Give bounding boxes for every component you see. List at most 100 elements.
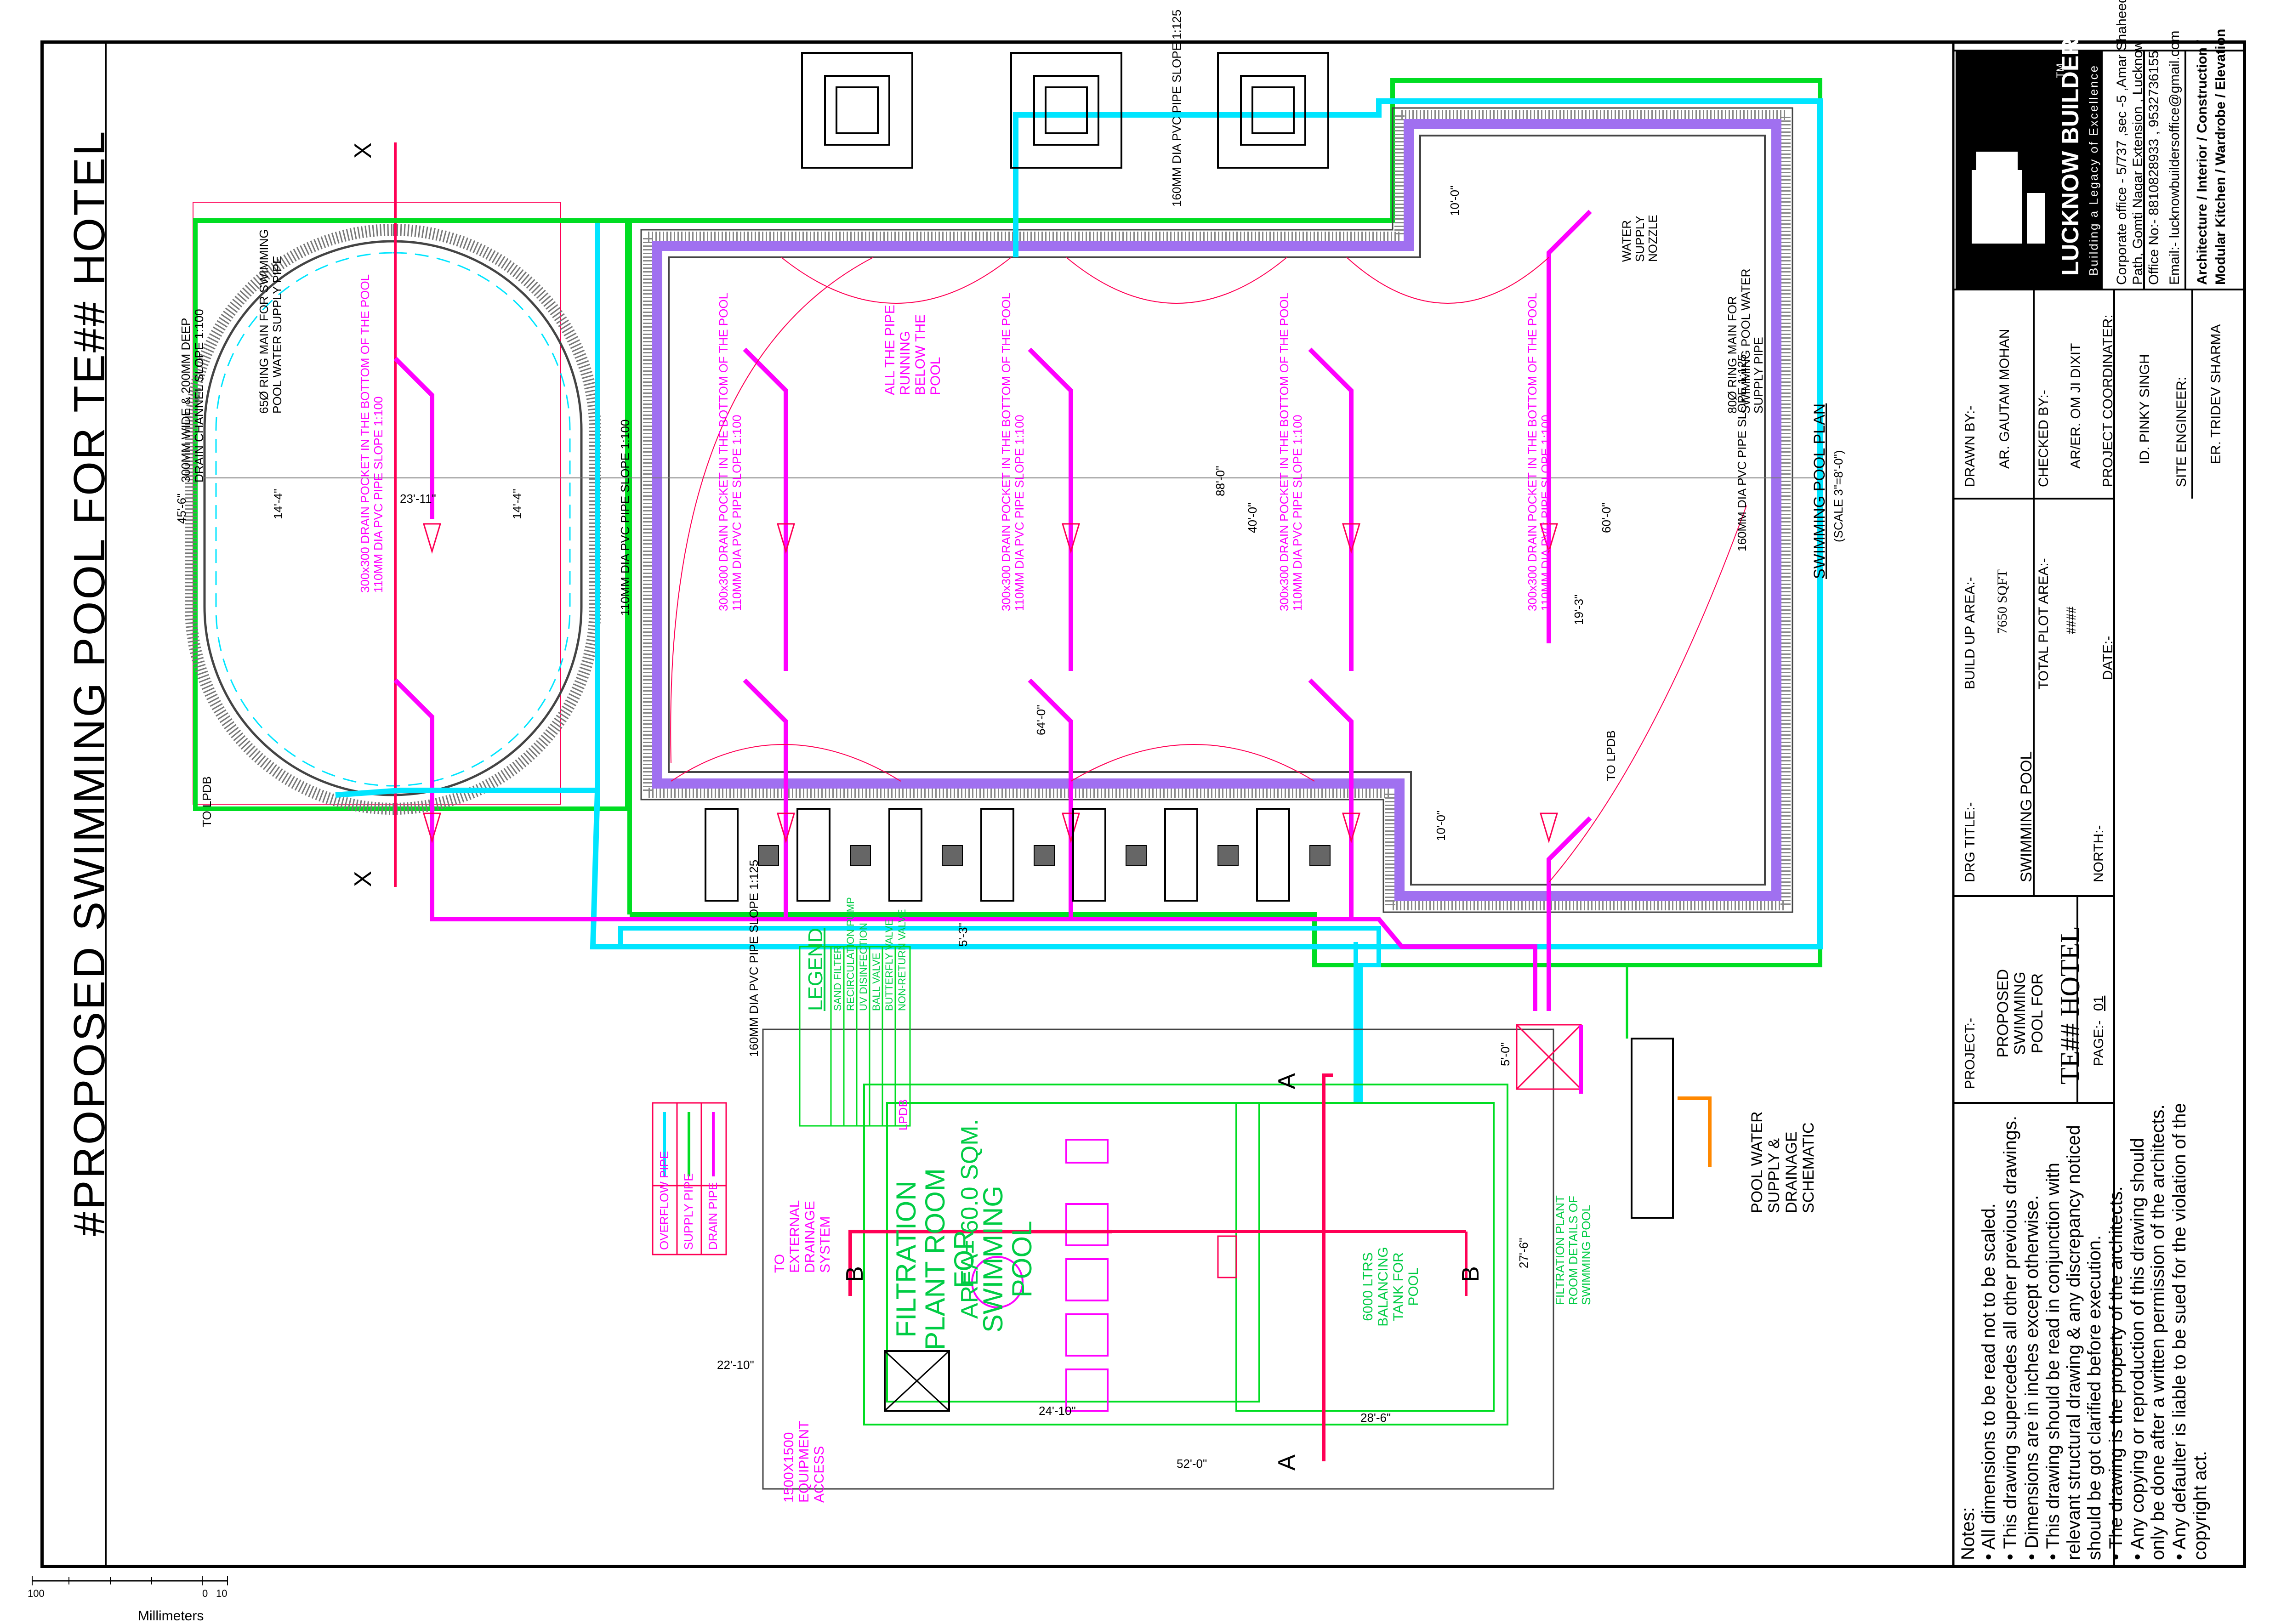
section-mark-b-left: B xyxy=(842,1266,868,1282)
project-name: TE## HOTEL xyxy=(2055,926,2085,1085)
legend-box xyxy=(799,946,911,1127)
legend-item: RECIRCULATION PUMP xyxy=(845,897,856,1011)
build-up-area-label: BUILD UP AREA:- xyxy=(1962,577,1978,689)
legend-item: UV DISINFECTION xyxy=(858,923,869,1011)
dimension-label: 22'-10" xyxy=(717,1358,754,1372)
pipe-note: 160MM DIA PVC PIPE SLOPE 1:125 xyxy=(747,859,761,1057)
section-mark-x-top: X xyxy=(350,142,376,159)
plot-area-label: TOTAL PLOT AREA:- xyxy=(2036,558,2051,689)
balancing-tank-label: 6000 LTRS BALANCING TANK FOR POOL xyxy=(1360,1247,1421,1327)
schematic-label: POOL WATER SUPPLY & DRAINAGE SCHEMATIC xyxy=(1748,1111,1818,1213)
kids-pool xyxy=(185,142,630,921)
pipe-key-drain-label: DRAIN PIPE xyxy=(706,1182,720,1250)
plan-scale: (SCALE 3"=8'-0") xyxy=(1832,450,1845,542)
cabanas xyxy=(801,52,1329,169)
sheet-title: #PROPOSED SWIMMING POOL FOR TE## HOTEL xyxy=(65,129,114,1236)
dimension-label: 24'-10" xyxy=(1039,1404,1076,1418)
note-item: This drawing should be read in conjuncti… xyxy=(2043,1101,2105,1560)
notes-block: Notes: All dimensions to be read not to … xyxy=(1958,1101,2212,1560)
plot-area-value: #### xyxy=(2064,607,2079,634)
scale-bar-tick-0: 0 xyxy=(202,1588,208,1599)
kids-ring-main-label: 65Ø RING MAIN FOR SWIMMING POOL WATER SU… xyxy=(257,229,284,414)
dimension-label: 10'-0" xyxy=(1434,810,1448,841)
section-mark-a-bottom: A xyxy=(1274,1454,1300,1471)
dimension-label: 60'-0" xyxy=(1599,502,1613,533)
notes-heading: Notes: xyxy=(1958,1507,1978,1560)
filtration-area-label: AREA= 60.0 SQM. xyxy=(956,1119,983,1319)
dimension-label: 45'-6" xyxy=(175,493,188,524)
dimension-label: 5'-3" xyxy=(956,923,970,947)
site-engineer-value: ER. TRIDEV SHARMA xyxy=(2208,324,2224,465)
pipe-key-overflow-label: OVERFLOW PIPE xyxy=(657,1151,671,1250)
pipe-note: 160MM DIA PVC PIPE SLOPE 1:125 xyxy=(1170,9,1183,207)
build-up-area-value: 7650 SQFT xyxy=(1995,569,2010,634)
north-label: NORTH:- xyxy=(2091,825,2106,882)
dimension-label: 28'-6" xyxy=(1360,1411,1391,1425)
checked-by-value: AR/ER. OM JI DIXIT xyxy=(2068,343,2083,469)
water-supply-nozzle-label: WATER SUPPLY NOZZLE xyxy=(1620,215,1660,262)
drawing-frame xyxy=(41,41,2245,1567)
section-mark-x-bottom: X xyxy=(350,871,376,887)
pipe-note: 160MM DIA PVC PIPE SLOPE 1:125 xyxy=(1735,354,1749,551)
company-logo-icon xyxy=(1972,152,2045,244)
note-item: This drawing supercedes all other previo… xyxy=(2000,1101,2021,1560)
dimension-label: 19'-3" xyxy=(1572,594,1586,625)
checked-by-label: CHECKED BY:- xyxy=(2036,390,2051,487)
legend-item: BUTTERFLY VALVE xyxy=(883,919,895,1011)
company-services-1: Architecture / Interior / Construction / xyxy=(2195,40,2210,285)
drg-title-label: DRG TITLE:- xyxy=(1962,802,1978,882)
date-label: DATE:- xyxy=(2100,636,2116,680)
company-address-2: Path, Gomti Nagar Extension , Lucknow xyxy=(2130,40,2145,285)
drg-title-value: SWIMMING POOL xyxy=(2018,751,2035,882)
site-engineer-label: SITE ENGINEER: xyxy=(2174,376,2189,487)
note-item: All dimensions to be read not to be scal… xyxy=(1979,1101,1999,1560)
kids-drain-channel-label: 300MM WIDE & 200MM DEEP DRAIN CHANNEL SL… xyxy=(179,309,206,483)
company-office-no: Office No:- 8810828933 , 9532736155 xyxy=(2146,51,2162,285)
legend-item: SAND FILTER xyxy=(832,946,843,1011)
drawn-by-label: DRAWN BY:- xyxy=(1962,405,1978,487)
lpdb-label: LPDB xyxy=(896,1099,910,1130)
company-email: Email:- lucknowbuildersoffice@gmail.com xyxy=(2167,30,2182,285)
company-address-1: Corporate office - 5/737 ,sec -5 ,Amar S… xyxy=(2114,0,2129,285)
legend-title: LEGEND xyxy=(804,928,827,1011)
dimension-label: 14'-4" xyxy=(510,488,524,519)
company-name: LUCKNOW BUILDERS xyxy=(2057,22,2084,276)
dimension-label: 52'-0" xyxy=(1177,1457,1207,1471)
all-pipes-label: ALL THE PIPE RUNNING BELOW THE POOL xyxy=(882,305,943,395)
filtration-detail-label: FILTRATION PLANT ROOM DETAILS OF SWIMMIN… xyxy=(1553,1195,1593,1305)
plan-title: SWIMMING POOL PLAN xyxy=(1811,403,1828,579)
drawn-by-value: AR. GAUTAM MOHAN xyxy=(1997,329,2012,469)
note-item: Any defaulter is liable to be sued for t… xyxy=(2169,1101,2211,1560)
scale-bar-label: Millimeters xyxy=(138,1608,204,1624)
legend-item: BALL VALVE xyxy=(870,953,882,1011)
legend-item: NON-RETURN VALVE xyxy=(896,909,908,1011)
drain-pocket-note: 300x300 DRAIN POCKET IN THE BOTTOM OF TH… xyxy=(1525,292,1553,611)
drain-pocket-note: 300x300 DRAIN POCKET IN THE BOTTOM OF TH… xyxy=(358,274,385,593)
section-mark-a-top: A xyxy=(1274,1073,1300,1089)
scale-bar-tick-100: 100 xyxy=(28,1588,45,1599)
company-trademark: TM xyxy=(2054,63,2066,78)
scale-bar xyxy=(32,1576,228,1585)
pipe-key xyxy=(652,1102,727,1255)
dimension-label: 23'-11" xyxy=(400,492,436,505)
dimension-label: 10'-0" xyxy=(1448,185,1462,216)
coordinator-value: ID. PINKY SINGH xyxy=(2137,354,2152,464)
note-item: Any copying or reproduction of this draw… xyxy=(2127,1101,2169,1560)
project-label: PROJECT:- xyxy=(1962,1017,1978,1089)
section-mark-b-right: B xyxy=(1457,1266,1484,1282)
main-pool xyxy=(195,78,1823,1103)
dimension-label: 64'-0" xyxy=(1034,704,1048,735)
scale-bar-tick-10: 10 xyxy=(216,1588,228,1599)
project-value: PROPOSED SWIMMING POOL FOR xyxy=(1994,969,2046,1058)
drain-pocket-note: 300x300 DRAIN POCKET IN THE BOTTOM OF TH… xyxy=(999,292,1026,611)
dimension-label: 88'-0" xyxy=(1213,466,1227,496)
dimension-label: 5'-0" xyxy=(1498,1042,1512,1066)
coordinator-label: PROJECT COORDINATER: xyxy=(2100,314,2116,487)
company-tagline: Building a Legacy of Excellence xyxy=(2087,64,2100,276)
company-services-2: Modular Kitchen / Wardrobe / Elevation xyxy=(2213,28,2228,285)
dimension-label: 14'-4" xyxy=(271,488,285,519)
note-item: Dimensions are in inches except otherwis… xyxy=(2022,1101,2042,1560)
page-label: PAGE:- xyxy=(2091,1020,2106,1066)
page-value: 01 xyxy=(2091,995,2106,1011)
